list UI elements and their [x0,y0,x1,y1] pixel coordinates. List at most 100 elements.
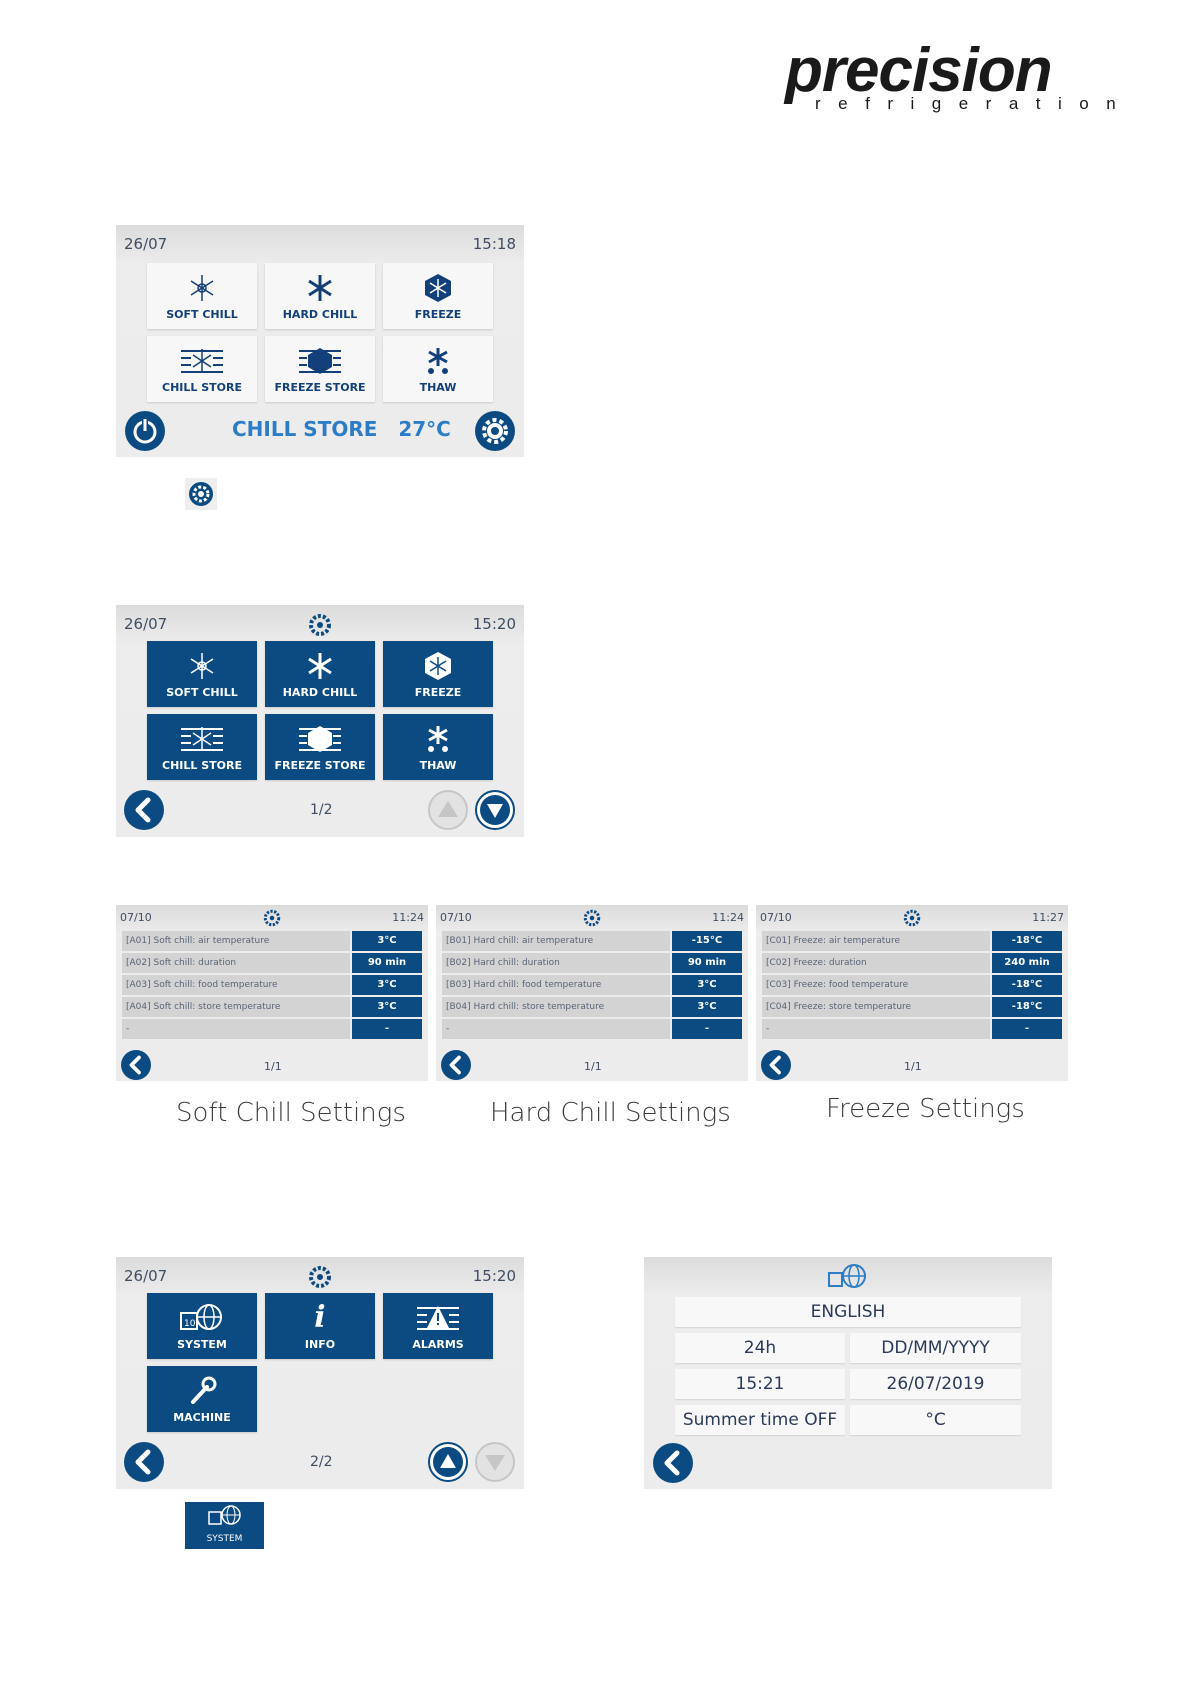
snowflake-soft-icon [147,273,257,303]
setting-value[interactable]: - [672,1019,742,1039]
screen-time: 15:18 [472,235,516,253]
system-globe-icon [827,1263,869,1295]
back-button[interactable] [121,1050,151,1080]
freeze-store-tile[interactable]: FREEZE STORE [265,714,375,780]
setting-value[interactable]: 240 min [992,953,1062,973]
setting-value[interactable]: -18°C [992,997,1062,1017]
setting-value[interactable]: 3°C [352,997,422,1017]
soft-chill-tile[interactable]: SOFT CHILL [147,263,257,329]
summer-time-toggle[interactable]: Summer time OFF [675,1405,845,1435]
chill-store-tile[interactable]: CHILL STORE [147,714,257,780]
thaw-icon [383,724,493,754]
screen-date: 07/10 [120,911,152,924]
freeze-hexagon-icon [383,651,493,681]
time-field[interactable]: 15:21 [675,1369,845,1399]
screen-time: 11:24 [712,911,744,924]
gear-icon [903,909,921,931]
back-button[interactable] [441,1050,471,1080]
setting-value[interactable]: - [352,1019,422,1039]
power-icon [133,417,157,444]
hard-chill-caption: Hard Chill Settings [490,1098,731,1128]
page-up-button[interactable] [428,1442,468,1482]
setting-value[interactable]: 90 min [672,953,742,973]
page-up-button[interactable] [428,790,468,830]
thaw-tile[interactable]: THAW [383,336,493,402]
status-mode: CHILL STORE [232,417,378,441]
hard-chill-tile[interactable]: HARD CHILL [265,263,375,329]
thaw-tile[interactable]: THAW [383,714,493,780]
soft-chill-tile[interactable]: SOFT CHILL [147,641,257,707]
setting-label: [A02] Soft chill: duration [122,953,350,973]
info-icon: i [314,1300,326,1335]
system-button-label: SYSTEM [206,1534,243,1544]
alarms-tile[interactable]: ALARMS [383,1293,493,1359]
page-indicator: 2/2 [310,1454,333,1470]
setting-value[interactable]: - [992,1019,1062,1039]
tile-label: FREEZE STORE [274,759,366,772]
arrow-down-icon [485,1455,505,1471]
page-down-button[interactable] [475,1442,515,1482]
hard-chill-settings-screen: 07/10 11:24 [B01] Hard chill: air temper… [436,905,748,1081]
setting-value[interactable]: 3°C [352,975,422,995]
tile-label: FREEZE STORE [274,381,366,394]
back-button[interactable] [653,1443,693,1483]
back-button[interactable] [124,1442,164,1482]
power-button[interactable] [125,411,165,451]
setting-label: [C03] Freeze: food temperature [762,975,990,995]
system-globe-icon: 10 [147,1303,257,1333]
settings-system-menu-screen: 26/07 15:20 10 SYSTEM i INFO ALARMS MACH… [116,1257,524,1489]
info-tile[interactable]: i INFO [265,1293,375,1359]
tile-label: THAW [419,381,457,394]
system-button-icon: SYSTEM [185,1502,264,1549]
snowflake-soft-icon [147,651,257,681]
system-settings-screen: ENGLISH 24h DD/MM/YYYY 15:21 26/07/2019 … [644,1257,1052,1489]
setting-label: [A04] Soft chill: store temperature [122,997,350,1017]
machine-tile[interactable]: MACHINE [147,1366,257,1432]
system-tile[interactable]: 10 SYSTEM [147,1293,257,1359]
setting-value[interactable]: 3°C [672,975,742,995]
language-field[interactable]: ENGLISH [675,1297,1021,1327]
setting-value[interactable]: -18°C [992,975,1062,995]
freeze-tile[interactable]: FREEZE [383,263,493,329]
temperature-unit-field[interactable]: °C [850,1405,1021,1435]
back-button[interactable] [124,790,164,830]
setting-value[interactable]: -18°C [992,931,1062,951]
chill-store-icon [147,346,257,376]
tile-label: ALARMS [412,1338,464,1351]
back-button[interactable] [761,1050,791,1080]
arrow-up-icon [433,1447,463,1477]
setting-value[interactable]: 3°C [352,931,422,951]
setting-label: [C02] Freeze: duration [762,953,990,973]
logo-subtitle: refrigeration [815,94,1134,113]
chevron-left-icon [129,1055,141,1075]
freeze-tile[interactable]: FREEZE [383,641,493,707]
screen-date: 07/10 [760,911,792,924]
date-format-field[interactable]: DD/MM/YYYY [850,1333,1021,1363]
settings-button[interactable] [475,411,515,451]
hour-format-field[interactable]: 24h [675,1333,845,1363]
setting-value[interactable]: 3°C [672,997,742,1017]
snowflake-hard-icon [265,273,375,303]
page-down-button[interactable] [475,790,515,830]
status-text: CHILL STORE 27°C [232,417,451,441]
hard-chill-tile[interactable]: HARD CHILL [265,641,375,707]
setting-value[interactable]: -15°C [672,931,742,951]
freeze-store-tile[interactable]: FREEZE STORE [265,336,375,402]
setting-label: [C01] Freeze: air temperature [762,931,990,951]
screen-time: 15:20 [472,1267,516,1285]
screen-time: 11:24 [392,911,424,924]
tile-label: INFO [304,1338,336,1351]
tile-label: SOFT CHILL [166,686,238,699]
freeze-store-icon [265,724,375,754]
chevron-left-icon [135,797,151,823]
setting-value[interactable]: 90 min [352,953,422,973]
setting-label: [B03] Hard chill: food temperature [442,975,670,995]
date-field[interactable]: 26/07/2019 [850,1369,1021,1399]
soft-chill-settings-screen: 07/10 11:24 [A01] Soft chill: air temper… [116,905,428,1081]
home-screen: 26/07 15:18 SOFT CHILL HARD CHILL FREEZE… [116,225,524,457]
freeze-store-icon [265,346,375,376]
chill-store-tile[interactable]: CHILL STORE [147,336,257,402]
screen-time: 11:27 [1032,911,1064,924]
tile-label: MACHINE [173,1411,231,1424]
tile-label: HARD CHILL [282,308,358,321]
